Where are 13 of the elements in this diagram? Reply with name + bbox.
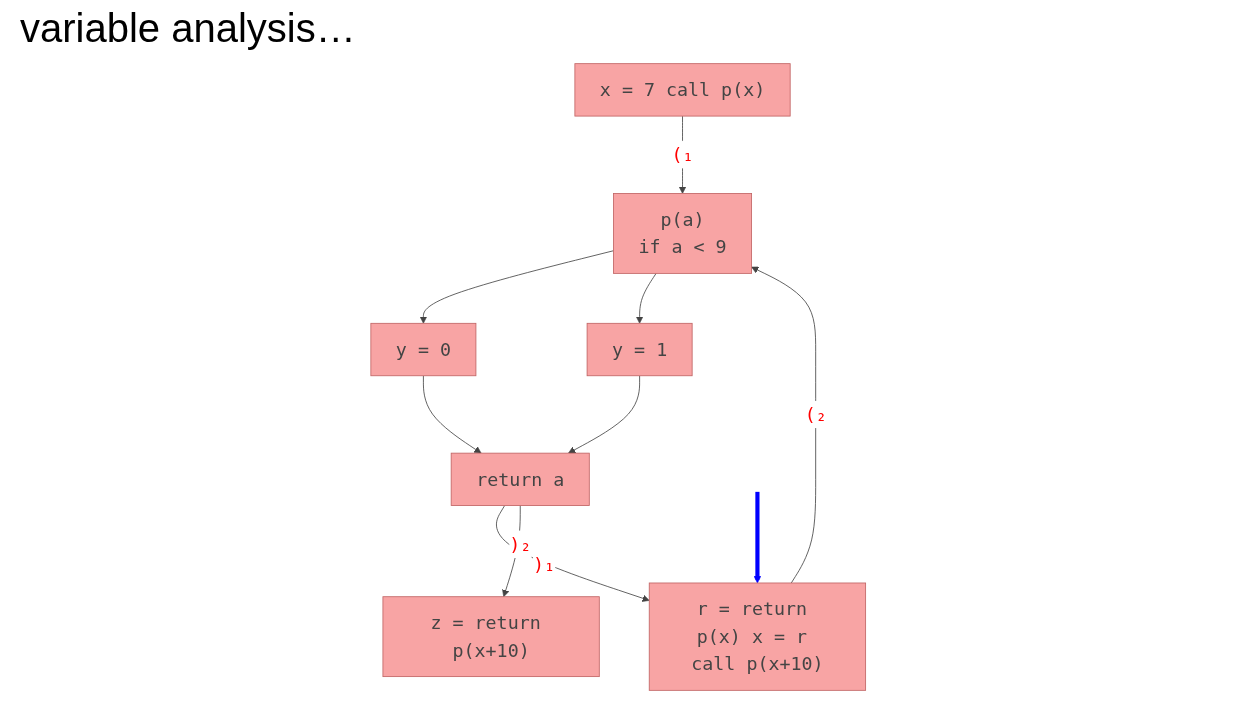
node-box: y = 0	[370, 322, 477, 377]
edge-label: (₂	[804, 404, 827, 425]
node-box: p(a) if a < 9	[612, 193, 752, 274]
node-box: y = 1	[586, 322, 693, 377]
node-box: x = 7 call p(x)	[574, 63, 791, 117]
node-box: z = return p(x+10)	[382, 596, 600, 678]
title: variable analysis…	[20, 6, 357, 51]
node-box: r = return p(x) x = r call p(x+10)	[648, 582, 866, 691]
node-box: return a	[450, 452, 590, 506]
edge-label: (₁	[671, 144, 694, 166]
edge-label: )₂	[508, 533, 532, 555]
arrow	[753, 491, 761, 584]
edge-label: )₁	[532, 554, 555, 576]
